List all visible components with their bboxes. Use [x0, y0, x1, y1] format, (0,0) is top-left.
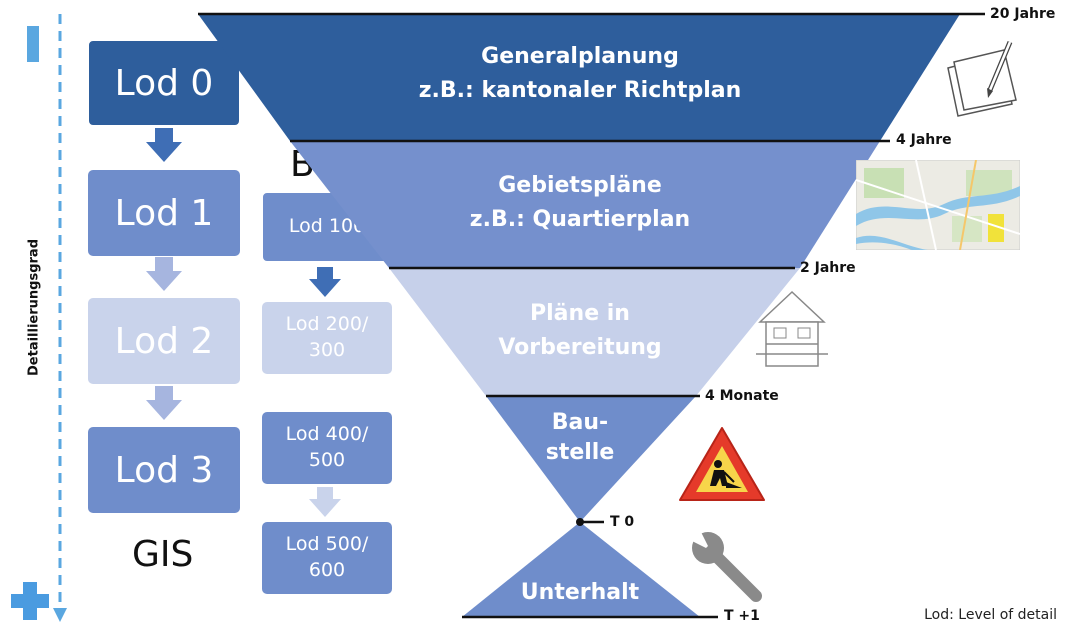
down-arrow-icon — [146, 128, 182, 162]
time-label-20-jahre: 20 Jahre — [990, 6, 1056, 22]
lod-200-300-box: Lod 200/ 300 — [262, 302, 392, 374]
segment-gebiet-title: Gebietspläne — [498, 173, 662, 198]
time-label-2-jahre: 2 Jahre — [800, 260, 856, 276]
funnel-segment-baustelle — [486, 396, 696, 522]
minus-icon — [27, 26, 39, 62]
time-label-4-jahre: 4 Jahre — [896, 132, 952, 148]
segment-gebiet-text: Gebietspläne z.B.: Quartierplan — [380, 169, 780, 237]
map-icon — [856, 160, 1020, 250]
segment-general-example: z.B.: kantonaler Richtplan — [418, 78, 742, 103]
segment-unterhalt-text: Unterhalt — [500, 578, 660, 608]
plus-icon — [11, 582, 49, 620]
lod-2-box: Lod 2 — [88, 298, 240, 384]
lod-3-box: Lod 3 — [88, 427, 240, 513]
document-pen-icon — [947, 41, 1017, 117]
segment-general-title: Generalplanung — [481, 44, 679, 69]
lod-0-box: Lod 0 — [88, 40, 240, 126]
detail-axis-arrowhead — [53, 608, 67, 622]
footnote: Lod: Level of detail — [924, 607, 1057, 623]
segment-vorbereitung-line2: Vorbereitung — [498, 335, 662, 360]
down-arrow-icon — [146, 386, 182, 420]
lod-1-box: Lod 1 — [88, 170, 240, 256]
funnel-segment-vorbereitung — [389, 268, 800, 396]
time-label-t0: T 0 — [610, 514, 635, 530]
down-arrow-icon — [309, 267, 341, 297]
funnel-segment-unterhalt — [462, 522, 700, 617]
time-label-4-monate: 4 Monate — [705, 388, 779, 404]
t0-point — [576, 518, 584, 526]
segment-baustelle-line2: stelle — [545, 440, 615, 465]
house-icon — [756, 290, 828, 367]
down-arrow-icon — [309, 487, 341, 517]
segment-baustelle-line1: Bau- — [551, 410, 609, 435]
funnel-segment-general — [198, 14, 960, 141]
lod-500-600-box: Lod 500/ 600 — [262, 522, 392, 594]
segment-general-text: Generalplanung z.B.: kantonaler Richtpla… — [380, 40, 780, 108]
funnel-segment-gebiet — [290, 141, 880, 268]
segment-vorbereitung-line1: Pläne in — [530, 301, 630, 326]
segment-baustelle-text: Bau- stelle — [520, 408, 640, 468]
segment-unterhalt-title: Unterhalt — [520, 580, 640, 605]
lod-400-500-box: Lod 400/ 500 — [262, 412, 392, 484]
down-arrow-icon — [146, 257, 182, 291]
gis-label: GIS — [132, 534, 194, 575]
construction-sign-icon — [679, 427, 765, 501]
segment-vorbereitung-text: Pläne in Vorbereitung — [430, 297, 730, 365]
detail-axis — [11, 14, 67, 622]
segment-gebiet-example: z.B.: Quartierplan — [469, 207, 691, 232]
time-label-t1: T +1 — [724, 608, 760, 624]
wrench-icon — [690, 530, 762, 602]
